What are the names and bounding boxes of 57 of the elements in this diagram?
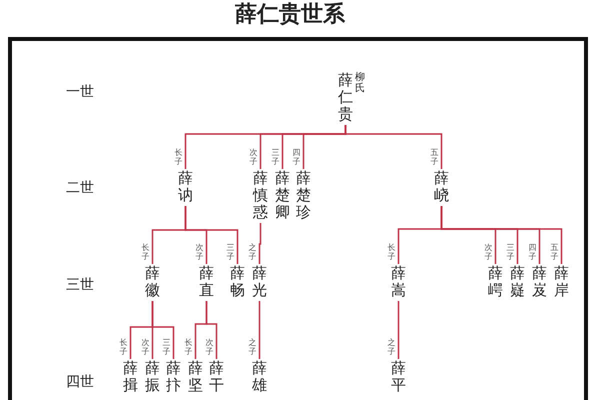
person-name: 薛岸: [553, 265, 570, 299]
edge-label: 次子: [195, 243, 204, 261]
person-name: 薛振: [144, 360, 160, 394]
edge-label: 次子: [484, 243, 493, 261]
branch-line: [258, 301, 260, 359]
edge-label: 三子: [226, 243, 235, 261]
person-name: 薛坚: [187, 360, 204, 394]
generation-label: 三世: [66, 277, 94, 293]
person-name: 薛畅: [229, 265, 246, 299]
edge-label: 三子: [162, 338, 171, 356]
person-name: 薛干: [208, 360, 224, 394]
person-name: 薛岌: [531, 265, 548, 299]
person-name: 薛光: [251, 265, 268, 299]
edge-label: 次子: [249, 148, 258, 166]
branch-line: [206, 301, 218, 359]
generation-label: 四世: [66, 374, 94, 390]
branch-line: [184, 206, 238, 264]
person-name: 薛峣: [433, 170, 450, 204]
person-name: 薛揖: [122, 360, 138, 394]
edge-label: 之子: [387, 338, 396, 356]
person-name: 薛嵩: [390, 265, 406, 299]
branch-line: [398, 301, 400, 359]
edge-label: 三子: [506, 243, 515, 261]
person-name: 薛楚珍: [295, 170, 312, 221]
edge-label: 之子: [248, 243, 257, 261]
person-name: 薛慎惑: [252, 170, 268, 221]
side-label: 柳氏: [354, 72, 366, 94]
edge-label: 次子: [205, 338, 214, 356]
person-name: 薛直: [198, 265, 214, 299]
person-name: 薛仁贵: [337, 72, 354, 123]
person-name: 薛崿: [487, 265, 504, 299]
person-name: 薛雄: [251, 360, 268, 394]
generation-label: 一世: [66, 84, 94, 100]
edge-label: 五子: [550, 243, 559, 261]
person-name: 薛徽: [144, 265, 160, 299]
edge-label: 五子: [430, 148, 439, 166]
edge-label: 四子: [292, 148, 301, 166]
edge-label: 四子: [528, 243, 537, 261]
person-name: 薛嶷: [509, 265, 526, 299]
person-name: 薛抃: [165, 360, 182, 394]
edge-label: 三子: [271, 148, 280, 166]
branch-line: [152, 301, 174, 359]
edge-label: 长子: [387, 243, 396, 261]
edge-label: 长子: [184, 338, 193, 356]
person-name: 薛讷: [177, 170, 194, 204]
edge-label: 次子: [141, 338, 150, 356]
edge-label: 长子: [141, 243, 150, 261]
edge-label: 之子: [248, 338, 257, 356]
person-name: 薛平: [390, 360, 406, 394]
branch-line: [344, 125, 442, 169]
title: 薛仁贵世系: [234, 2, 346, 28]
generation-label: 二世: [66, 180, 94, 196]
person-name: 薛楚卿: [274, 170, 290, 221]
branch-line: [258, 223, 262, 264]
branch-line: [440, 206, 562, 264]
edge-label: 长子: [119, 338, 128, 356]
edge-label: 长子: [174, 148, 183, 166]
